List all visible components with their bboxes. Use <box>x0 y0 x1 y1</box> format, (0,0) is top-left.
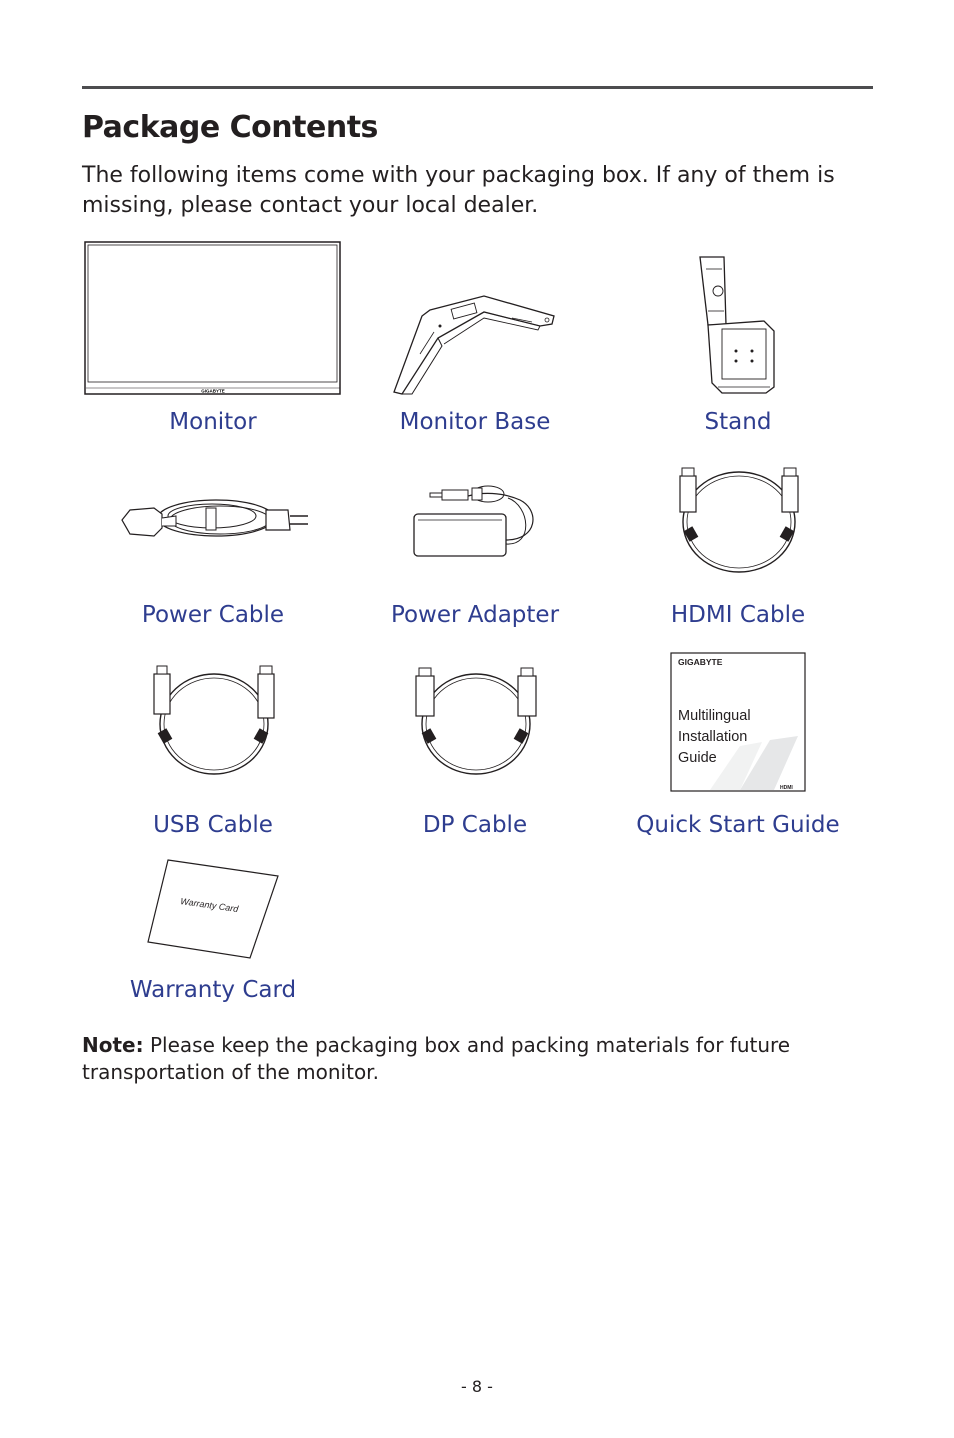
note-text: Please keep the packaging box and packin… <box>82 1033 791 1084</box>
label-power-adapter: Power Adapter <box>390 602 560 628</box>
quick-start-guide-illustration: GIGABYTE Multilingual Installation Guide… <box>670 652 808 794</box>
warranty-card-illustration: Warranty Card <box>146 858 280 962</box>
guide-hdmi-logo: HDMI <box>780 785 793 791</box>
label-power-cable: Power Cable <box>141 602 285 628</box>
label-hdmi-cable: HDMI Cable <box>670 602 806 628</box>
dp-cable-illustration <box>412 664 540 778</box>
hdmi-cable-illustration <box>674 464 804 576</box>
label-monitor-base: Monitor Base <box>399 409 551 435</box>
monitor-base-illustration <box>392 292 560 396</box>
usb-cable-illustration <box>150 664 278 778</box>
power-cable-illustration <box>116 490 312 548</box>
page-title: Package Contents <box>82 110 378 145</box>
page-number: - 8 - <box>461 1377 493 1396</box>
monitor-logo: GIGABYTE <box>201 389 225 394</box>
guide-line3: Guide <box>678 750 717 766</box>
guide-line2: Installation <box>678 729 747 745</box>
label-warranty-card: Warranty Card <box>129 977 297 1003</box>
intro-paragraph: The following items come with your packa… <box>82 163 835 218</box>
label-monitor: Monitor <box>169 409 257 435</box>
monitor-illustration: GIGABYTE <box>84 241 342 396</box>
note-prefix: Note: <box>82 1033 144 1057</box>
note-paragraph: Note: Please keep the packaging box and … <box>82 1032 872 1086</box>
label-usb-cable: USB Cable <box>153 812 273 838</box>
label-dp-cable: DP Cable <box>422 812 528 838</box>
label-quick-start-guide: Quick Start Guide <box>636 812 840 838</box>
label-stand: Stand <box>704 409 772 435</box>
power-adapter-illustration <box>412 480 540 560</box>
stand-illustration <box>694 255 780 395</box>
guide-brand: GIGABYTE <box>678 657 723 667</box>
guide-line1: Multilingual <box>678 708 751 724</box>
top-rule <box>82 86 873 89</box>
